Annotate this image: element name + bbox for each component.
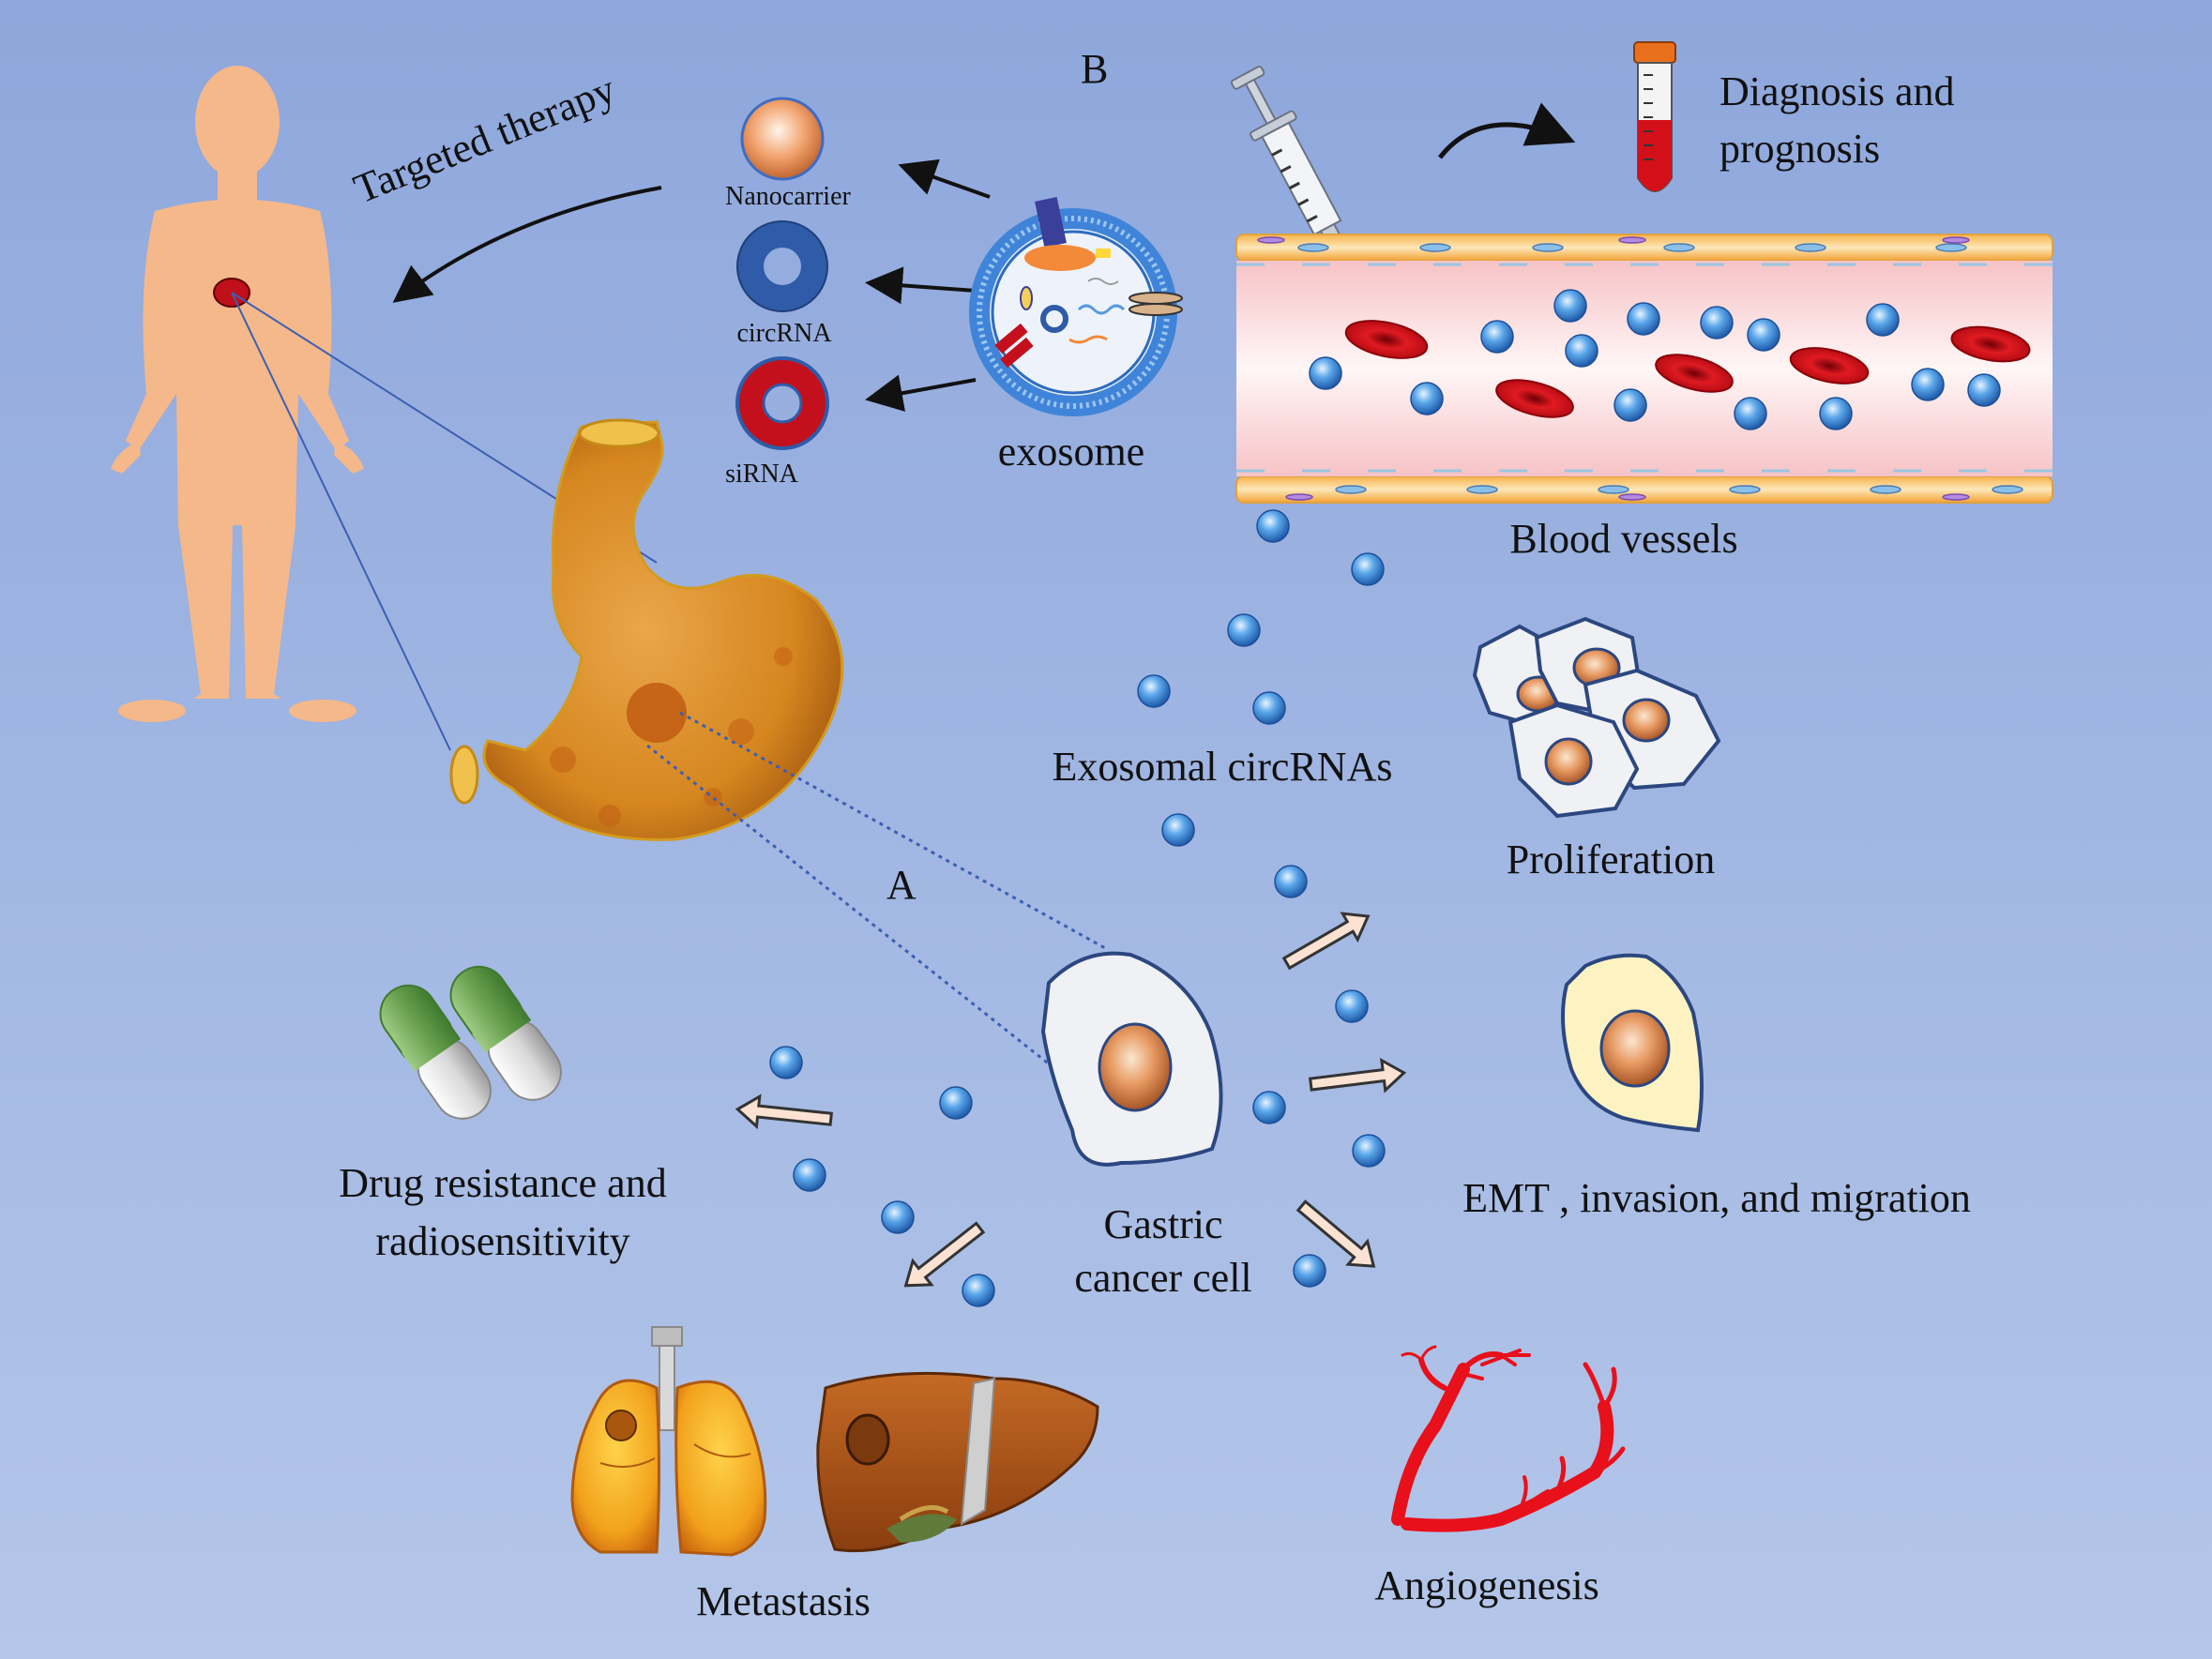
diagnosis-label-line2: prognosis bbox=[1720, 126, 1881, 172]
emt-cell-icon bbox=[1561, 953, 1704, 1133]
panel-a-label: A bbox=[886, 862, 917, 908]
curved-arrow bbox=[1438, 102, 1576, 159]
nanocarrier-icon bbox=[740, 97, 825, 181]
metastasis-label: Metastasis bbox=[696, 1578, 871, 1624]
zoom-line bbox=[679, 711, 1108, 951]
liver-icon bbox=[816, 1371, 1099, 1553]
exosomal-circrna-dots bbox=[769, 289, 2001, 1307]
arrow-to-proliferation bbox=[1281, 912, 1371, 971]
diagnosis-label-line1: Diagnosis and bbox=[1720, 68, 1955, 114]
proliferation-label: Proliferation bbox=[1506, 837, 1716, 882]
blood-vessels-label: Blood vessels bbox=[1509, 516, 1738, 562]
proliferation-cells-icon bbox=[1472, 616, 1721, 819]
exosomal-circrnas-label: Exosomal circRNAs bbox=[1052, 744, 1393, 790]
arrow-to-drug-resistance bbox=[735, 1093, 834, 1130]
gastric-cancer-cell-label-line1: Gastric bbox=[1103, 1201, 1223, 1247]
arrow-to-metastasis bbox=[903, 1221, 986, 1288]
blood-tube-icon bbox=[1633, 41, 1676, 192]
stomach-icon bbox=[449, 418, 844, 841]
emt-label: EMT , invasion, and migration bbox=[1462, 1175, 1971, 1221]
arrow-to-angiogenesis bbox=[1295, 1199, 1376, 1268]
red-blood-cells bbox=[1344, 320, 2031, 418]
arrow-to-circrna bbox=[865, 266, 977, 305]
lungs-icon bbox=[570, 1326, 767, 1557]
arrow-to-sirna bbox=[865, 374, 977, 412]
angiogenesis-icon bbox=[1391, 1345, 1626, 1532]
sirna-label: siRNA bbox=[725, 460, 798, 489]
connector-line bbox=[231, 292, 451, 751]
zoom-line bbox=[646, 744, 1056, 1071]
blood-vessel-icon bbox=[1235, 234, 2053, 504]
targeted-therapy-arrow bbox=[392, 186, 662, 303]
arrow-to-nanocarrier bbox=[898, 158, 991, 199]
gastric-cancer-cell-label-line2: cancer cell bbox=[1074, 1255, 1252, 1301]
drug-resistance-label-line2: radiosensitivity bbox=[375, 1218, 630, 1264]
nanocarrier-label: Nanocarrier bbox=[725, 182, 851, 211]
hollow-arrows bbox=[735, 912, 1407, 1288]
circrna-icon bbox=[736, 220, 828, 312]
angiogenesis-label: Angiogenesis bbox=[1374, 1562, 1599, 1608]
exosome-label: exosome bbox=[997, 429, 1145, 475]
gastric-cancer-cell-icon bbox=[1040, 951, 1223, 1167]
capsule-icons bbox=[379, 965, 562, 1120]
human-body-icon bbox=[111, 66, 364, 722]
panel-b-label: B bbox=[1081, 46, 1109, 92]
sirna-icon bbox=[735, 356, 829, 450]
exosome-icon bbox=[969, 197, 1183, 416]
circrna-label: circRNA bbox=[736, 319, 832, 348]
arrow-to-emt bbox=[1308, 1057, 1407, 1093]
drug-resistance-label-line1: Drug resistance and bbox=[339, 1160, 667, 1206]
